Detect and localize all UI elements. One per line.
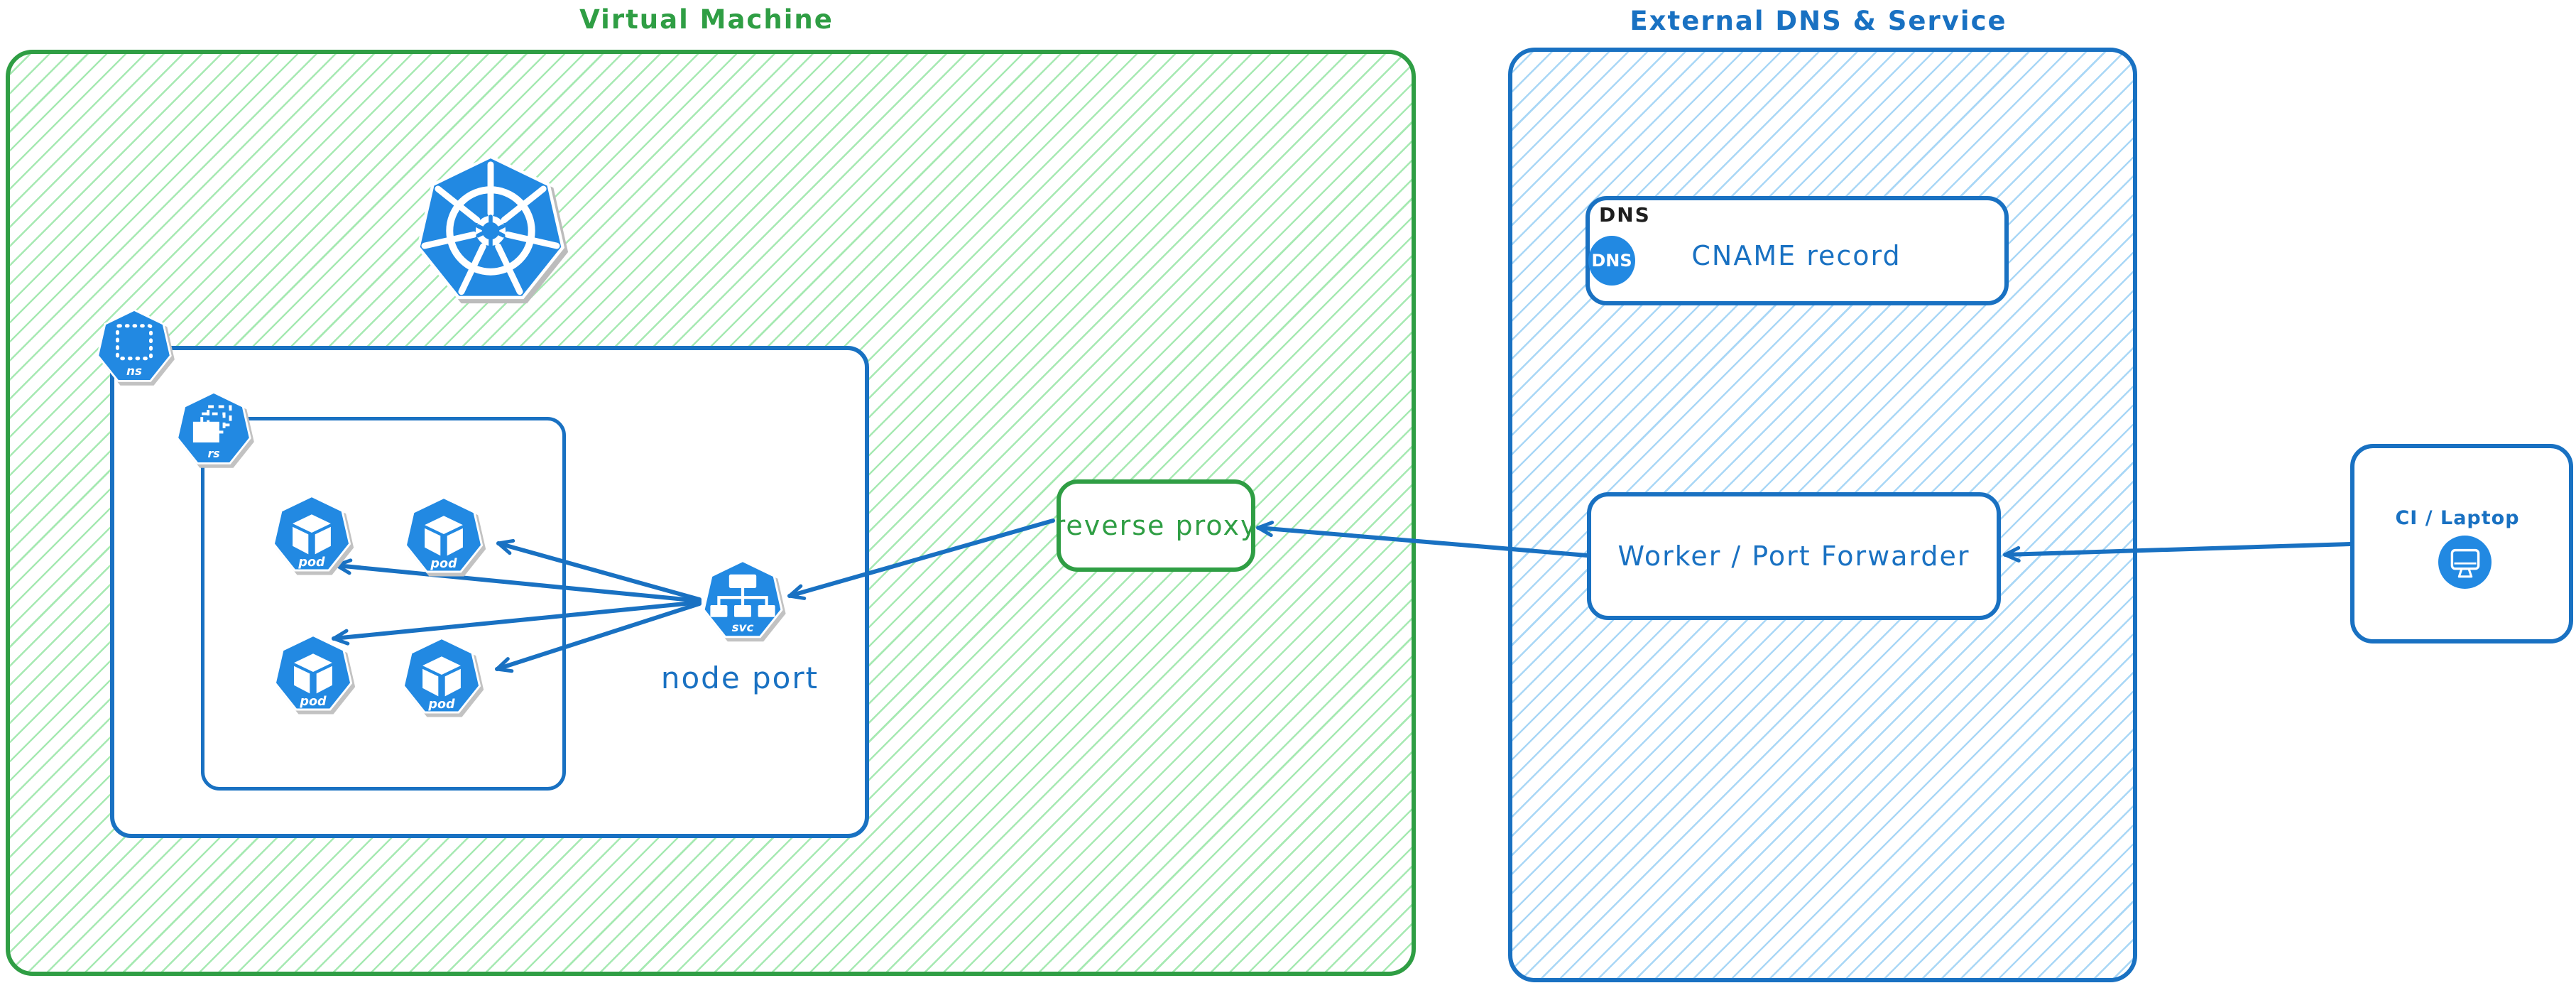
dns-icon-label: DNS <box>1591 251 1632 271</box>
worker-port-forwarder-box: Worker / Port Forwarder <box>1587 492 2001 620</box>
reverse-proxy-box: reverse proxy <box>1054 479 1258 572</box>
ci-laptop-box <box>2350 444 2573 643</box>
svg-text:svc: svc <box>732 620 754 634</box>
service-icon: svc <box>702 559 783 639</box>
replicaset-icon: rs <box>176 391 251 465</box>
pod-icon-1: pod <box>272 494 351 572</box>
svg-text:pod: pod <box>427 697 455 712</box>
svg-text:rs: rs <box>207 447 219 460</box>
worker-port-forwarder-label: Worker / Port Forwarder <box>1617 541 1970 572</box>
virtual-machine-title: Virtual Machine <box>579 4 834 35</box>
reverse-proxy-label: reverse proxy <box>1054 510 1258 541</box>
pod-icon-3: pod <box>273 634 353 711</box>
dns-icon: DNS <box>1588 236 1635 286</box>
replicaset-box <box>201 417 566 791</box>
pod-icon-4: pod <box>402 636 481 714</box>
dns-header-label: DNS <box>1599 203 1651 227</box>
monitor-icon <box>2438 536 2492 589</box>
external-dns-service-title: External DNS & Service <box>1630 6 2007 36</box>
cname-record-label: CNAME record <box>1691 240 1901 271</box>
svg-text:pod: pod <box>298 555 325 570</box>
svg-text:pod: pod <box>430 557 457 571</box>
namespace-icon: ns <box>97 308 172 382</box>
svg-text:ns: ns <box>126 364 142 378</box>
ci-laptop-label: CI / Laptop <box>2395 507 2520 529</box>
dns-record-box <box>1586 196 2009 305</box>
kubernetes-logo-icon <box>416 155 565 300</box>
svg-text:pod: pod <box>299 695 327 709</box>
node-port-label: node port <box>660 661 819 695</box>
pod-icon-2: pod <box>404 496 484 573</box>
